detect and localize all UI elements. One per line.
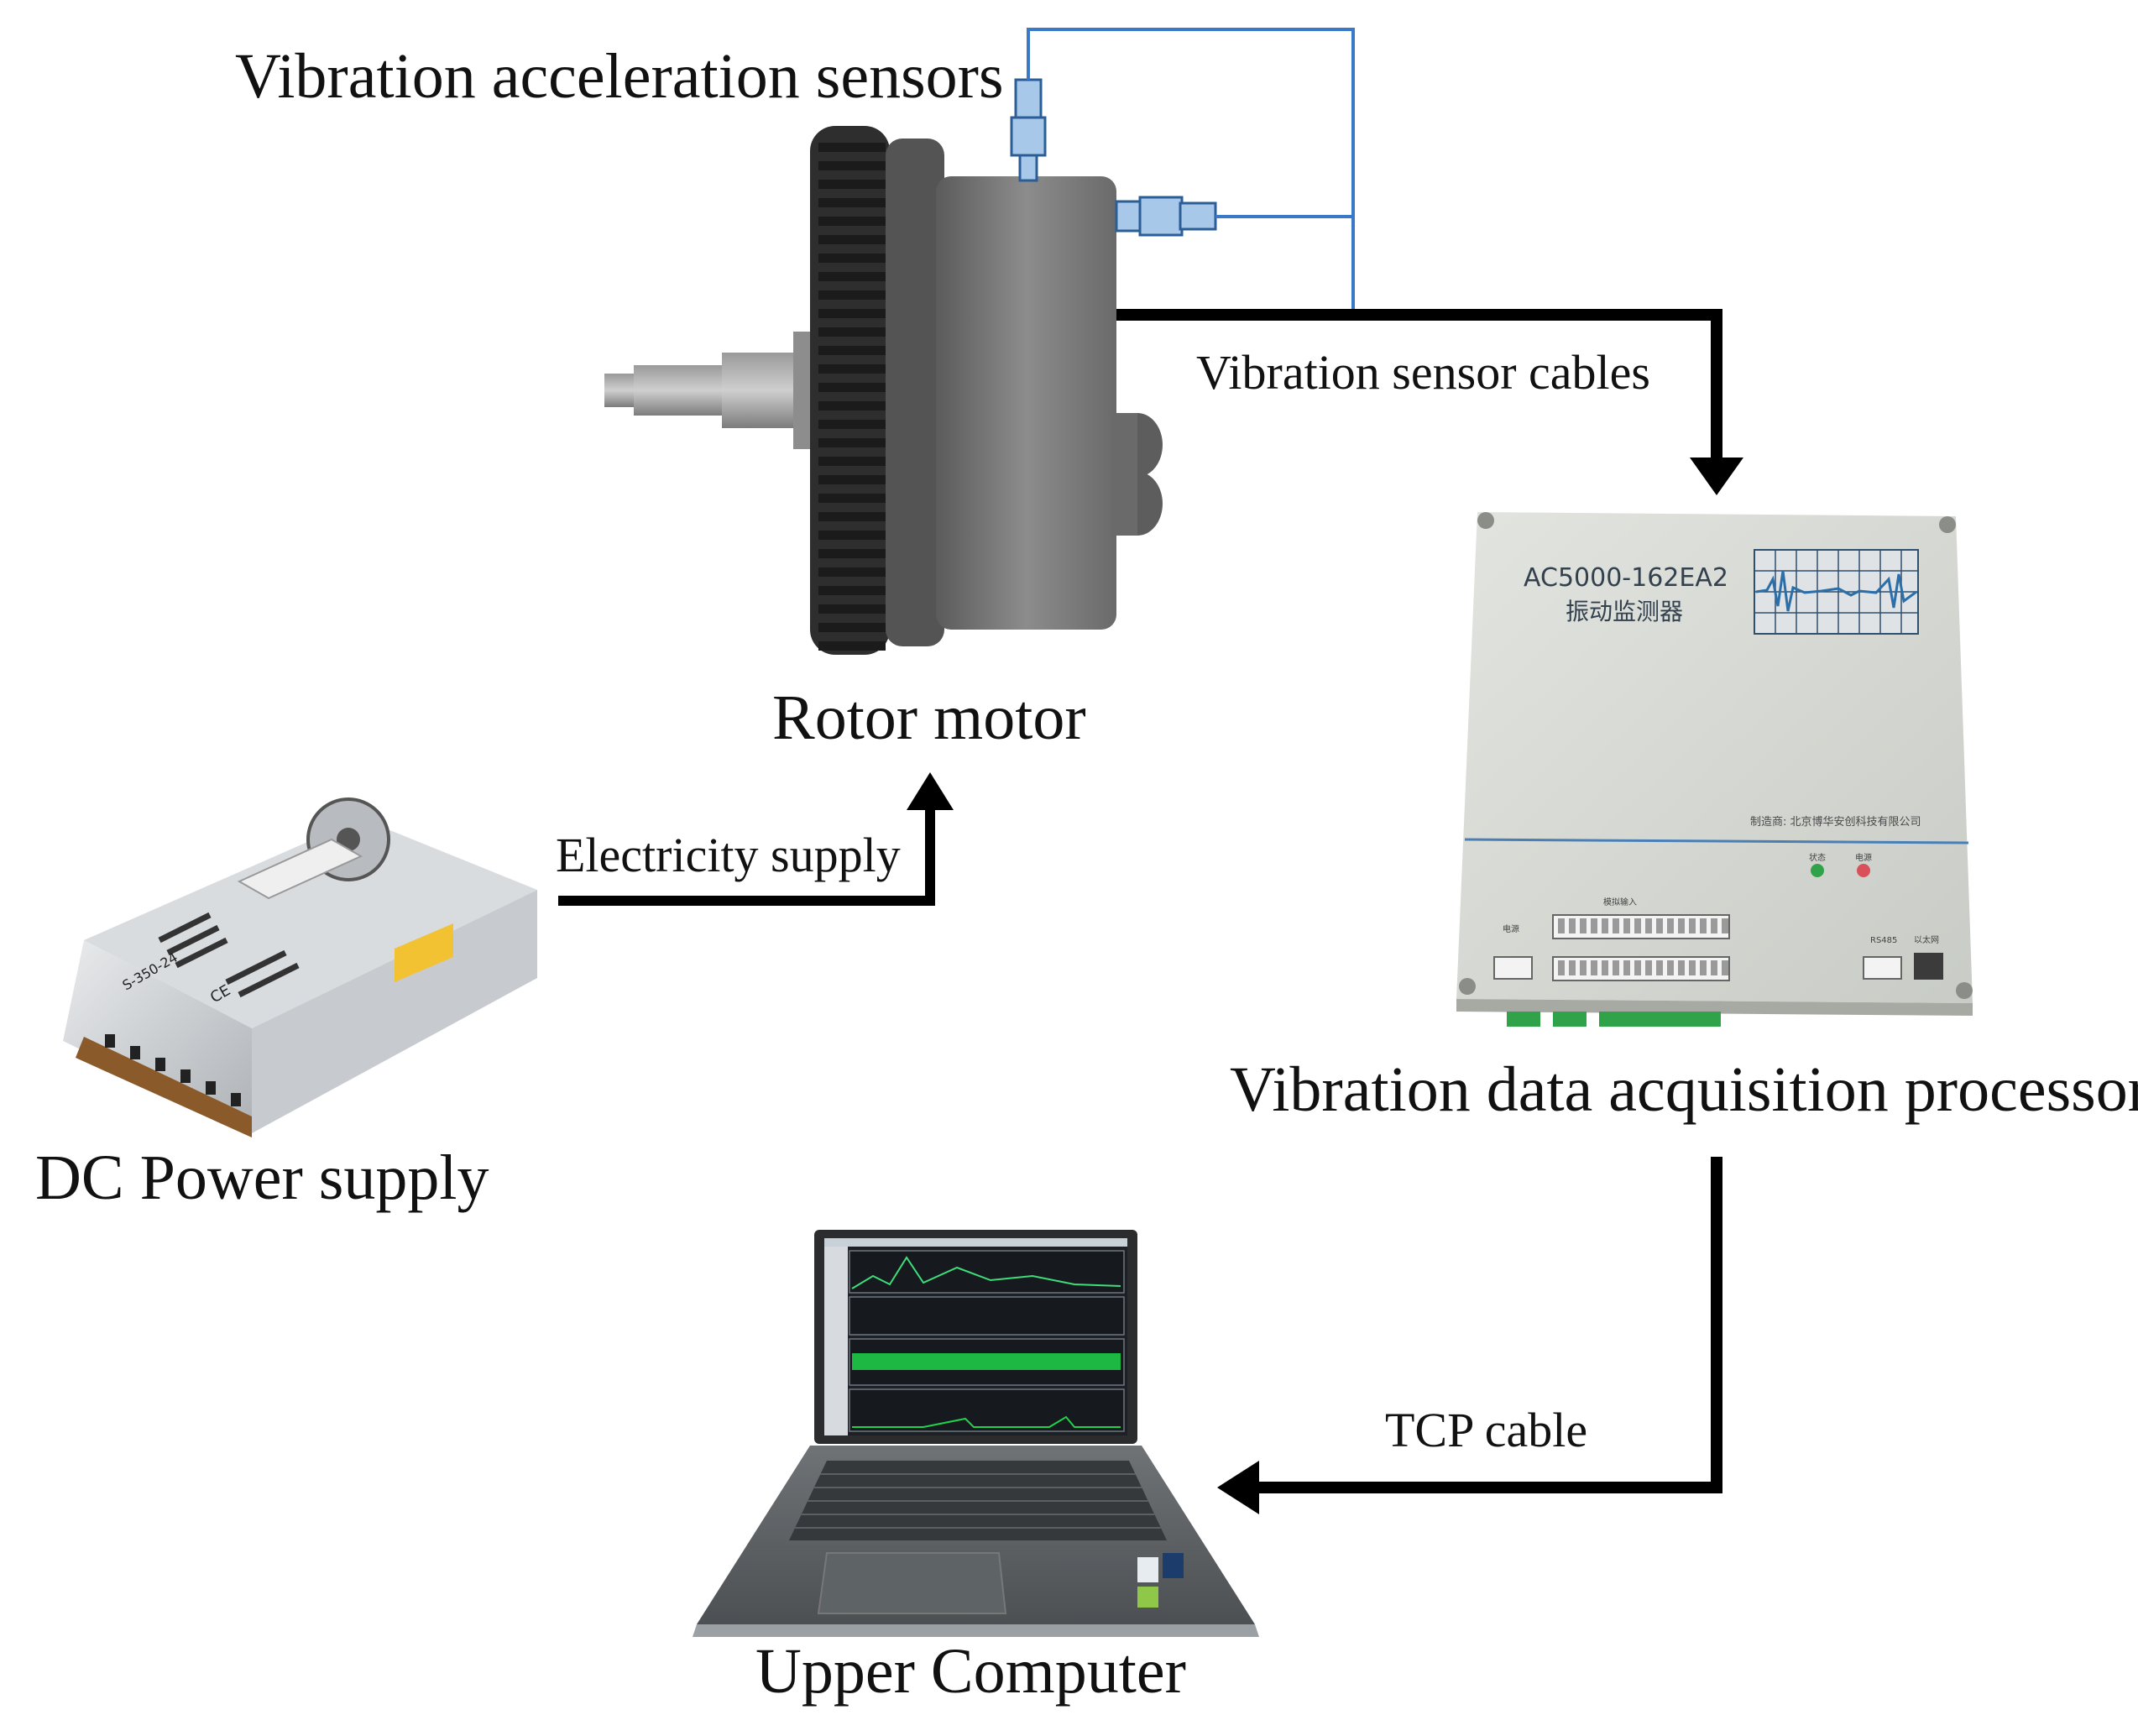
gear-tooth <box>818 567 886 577</box>
sensor-wires <box>1027 28 1355 311</box>
led-power-label: 电源 <box>1855 852 1872 863</box>
label-upper-computer: Upper Computer <box>755 1636 1186 1707</box>
terminal-pin <box>1602 960 1608 975</box>
gear-tooth <box>818 494 886 503</box>
gear-tooth <box>818 346 886 355</box>
arrow-processor-to-computer <box>1217 1157 1722 1514</box>
rotor-motor-illustration <box>604 126 1163 655</box>
gear-tooth <box>818 586 886 595</box>
label-rotor-motor: Rotor motor <box>772 682 1086 753</box>
terminal-pin <box>1645 960 1652 975</box>
label-electricity-supply: Electricity supply <box>556 828 901 882</box>
label-vibration-processor: Vibration data acquisition processor <box>1230 1054 2138 1125</box>
gear-tooth <box>818 512 886 521</box>
dc-power-supply-illustration: S-350-24 CE <box>63 797 537 1137</box>
arrow-motor-to-processor <box>1116 309 1743 495</box>
gear-tooth <box>818 180 886 189</box>
terminal-pin <box>1623 918 1630 933</box>
label-vibration-sensors: Vibration acceleration sensors <box>235 41 1004 112</box>
terminal-pin <box>1591 918 1597 933</box>
terminal-pin <box>1656 918 1663 933</box>
vibration-processor-illustration: AC5000-162EA2 振动监测器 制造商: 北京博华安创科技有限公司 状态… <box>1456 512 1973 1027</box>
upper-computer-illustration <box>693 1230 1259 1637</box>
terminal-pin <box>1634 918 1641 933</box>
terminal-pin <box>1623 960 1630 975</box>
processor-name-cn: 振动监测器 <box>1566 598 1683 625</box>
arrow-power-to-motor <box>558 772 954 906</box>
vibration-sensor-top <box>1010 78 1047 182</box>
port-analog-label: 模拟输入 <box>1603 897 1637 907</box>
gear-tooth <box>818 272 886 281</box>
gear-tooth <box>818 161 886 170</box>
terminal-pin <box>1689 960 1696 975</box>
gear-tooth <box>818 309 886 318</box>
label-dc-power-supply: DC Power supply <box>35 1143 489 1213</box>
terminal-pin <box>1722 918 1728 933</box>
laptop-touchpad <box>817 1552 1007 1614</box>
gear-tooth <box>818 623 886 632</box>
port-rs485-label: RS485 <box>1870 936 1897 945</box>
terminal-pin <box>1667 960 1674 975</box>
label-sensor-cables: Vibration sensor cables <box>1196 345 1650 400</box>
gear-tooth <box>818 604 886 614</box>
vibration-sensor-side <box>1115 196 1217 237</box>
terminal-pins <box>1558 918 1728 975</box>
gear-tooth <box>818 235 886 244</box>
terminal-pin <box>1722 960 1728 975</box>
terminal-pin <box>1558 960 1565 975</box>
terminal-pin <box>1678 960 1685 975</box>
ethernet-port-icon <box>1914 953 1943 980</box>
terminal-pin <box>1634 960 1641 975</box>
terminal-pin <box>1613 918 1619 933</box>
run-led-icon <box>1811 864 1824 877</box>
gear-tooth <box>818 254 886 263</box>
gear-tooth <box>818 198 886 207</box>
gear-tooth <box>818 438 886 447</box>
terminal-pin <box>1656 960 1663 975</box>
terminal-pin <box>1569 960 1576 975</box>
gear-tooth <box>818 217 886 226</box>
screen-waveform-band <box>852 1353 1121 1370</box>
terminal-pin <box>1580 918 1587 933</box>
power-led-icon <box>1857 864 1870 877</box>
gear-tooth <box>818 327 886 337</box>
terminal-pin <box>1678 918 1685 933</box>
terminal-pin <box>1645 918 1652 933</box>
processor-model-text: AC5000-162EA2 <box>1524 563 1728 593</box>
terminal-pin <box>1667 918 1674 933</box>
terminal-pin <box>1569 918 1576 933</box>
gear-tooth <box>818 383 886 392</box>
terminal-pin <box>1711 960 1717 975</box>
gear-tooth <box>818 641 886 651</box>
terminal-pin <box>1689 918 1696 933</box>
terminal-pin <box>1580 960 1587 975</box>
gear-tooth <box>818 143 886 152</box>
led-run-label: 状态 <box>1809 852 1826 863</box>
gear-tooth <box>818 364 886 374</box>
processor-manufacturer: 制造商: 北京博华安创科技有限公司 <box>1750 816 1921 829</box>
terminal-pin <box>1591 960 1597 975</box>
gear-teeth <box>818 143 886 651</box>
label-tcp-cable: TCP cable <box>1385 1403 1588 1457</box>
gear-tooth <box>818 420 886 429</box>
gear-tooth <box>818 531 886 540</box>
port-ethernet-label: 以太网 <box>1914 934 1939 945</box>
gear-tooth <box>818 475 886 484</box>
terminal-pin <box>1602 918 1608 933</box>
terminal-pin <box>1700 960 1707 975</box>
gear-tooth <box>818 549 886 558</box>
terminal-pin <box>1558 918 1565 933</box>
gear-tooth <box>818 457 886 466</box>
processor-waveform-logo <box>1754 549 1919 635</box>
gear-tooth <box>818 290 886 300</box>
terminal-pin <box>1700 918 1707 933</box>
terminal-pin <box>1711 918 1717 933</box>
terminal-pin <box>1613 960 1619 975</box>
gear-tooth <box>818 401 886 410</box>
port-power-label: 电源 <box>1503 923 1519 934</box>
